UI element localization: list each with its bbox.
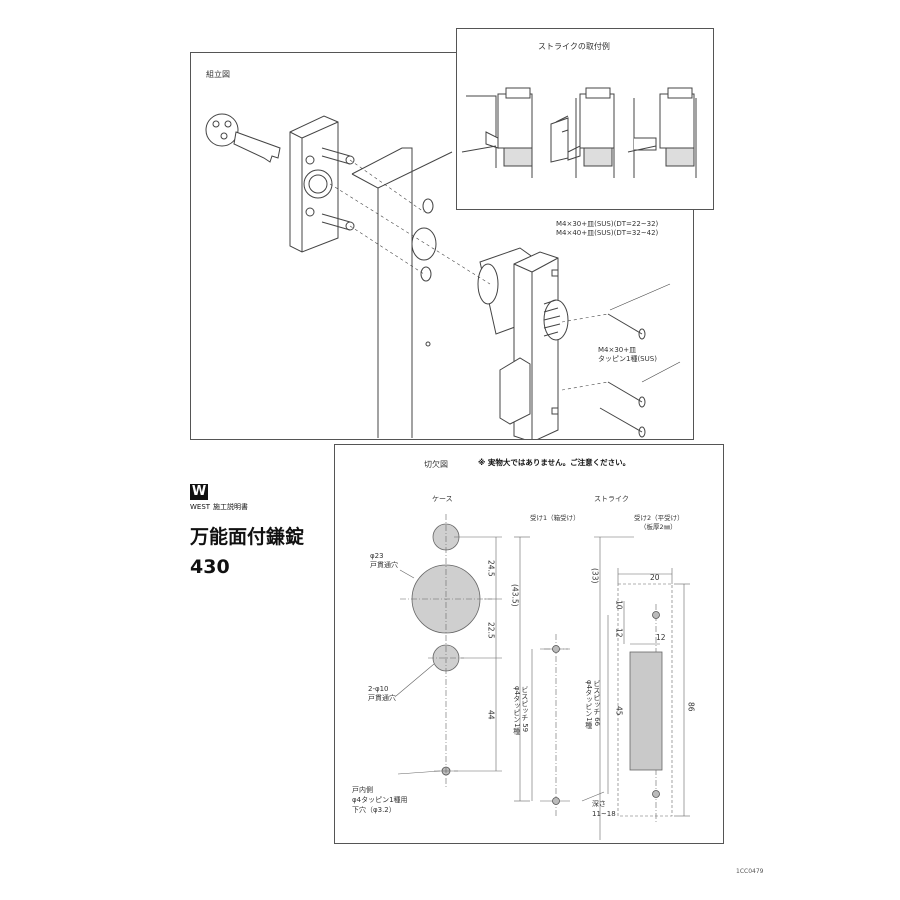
dim-22-5: 22.5 (486, 622, 496, 639)
pin-spec-1: M4×30+皿 (598, 346, 637, 354)
dim-45: 45 (614, 706, 624, 716)
strike-label: ストライク (594, 495, 629, 503)
dim-10: 10 (614, 600, 624, 610)
escutcheon-plate (289, 115, 355, 253)
strike-examples-title: ストライクの取付例 (538, 42, 610, 51)
pitch59-label-2: ビスピッチ 59 (520, 686, 529, 733)
cutout-drawing (395, 514, 690, 840)
pitch66-label-1: φ4タッピン1種 (584, 680, 593, 729)
strike-example-1 (461, 87, 533, 178)
depth-label-2: 11~18 (592, 810, 616, 818)
screw-spec-1: M4×30+皿(SUS)(DT=22~32) (556, 220, 659, 228)
footer-code: 1CC0479 (736, 868, 764, 875)
pitch66-label-2: ビスピッチ 66 (592, 680, 601, 727)
dim-20: 20 (650, 573, 660, 582)
dim-86: 86 (686, 702, 696, 712)
dia23-label-2: 戸貫通穴 (370, 561, 398, 569)
screw-spec-2: M4×40+皿(SUS)(DT=32~42) (556, 229, 659, 237)
case-label: ケース (432, 495, 453, 503)
door-panel (351, 147, 453, 438)
dia10-label-2: 戸貫通穴 (368, 694, 396, 702)
product-name: 万能面付鎌錠 (190, 526, 305, 548)
strike-example-2 (550, 87, 615, 178)
dia23-label-1: φ23 (370, 552, 384, 560)
dim-24-5: 24.5 (486, 560, 496, 577)
inner-label-2: φ4タッピン1種用 (352, 796, 408, 804)
key-icon (205, 113, 281, 163)
dia10-label-1: 2-φ10 (368, 685, 389, 693)
doc-type: 施工説明書 (213, 503, 248, 511)
dim-12a: 12 (614, 628, 624, 638)
lock-case (477, 247, 569, 439)
pin-spec-2: タッピン1種(SUS) (598, 355, 657, 363)
depth-label-1: 深さ (592, 800, 606, 808)
dim-12b: 12 (656, 633, 666, 642)
inner-label-3: 下穴（φ3.2） (352, 806, 396, 814)
assembly-title: 組立図 (206, 70, 230, 79)
receiver2-label-2: （板厚2㎜） (640, 523, 677, 531)
brand-logo: W (190, 484, 208, 500)
receiver2-label-1: 受け2（平受け） (634, 514, 684, 522)
model-number: 430 (190, 556, 230, 578)
brand-name: WEST (190, 503, 211, 511)
pitch59-label-1: φ4タッピン1種 (512, 686, 521, 735)
assembly-illustration (205, 113, 681, 439)
inner-label-1: 戸内側 (352, 786, 373, 794)
dim-44: 44 (486, 710, 496, 720)
dim-33: (33) (590, 568, 600, 584)
cutout-title: 切欠図 (424, 460, 448, 469)
strike-examples-illustration (461, 87, 697, 178)
screws (599, 283, 681, 438)
receiver1-label: 受け1（箱受け） (530, 514, 580, 522)
strike-example-3 (627, 87, 697, 178)
dim-43-5: (43.5) (510, 584, 520, 607)
cutout-note: ※ 実物大ではありません。ご注意ください。 (478, 458, 631, 467)
